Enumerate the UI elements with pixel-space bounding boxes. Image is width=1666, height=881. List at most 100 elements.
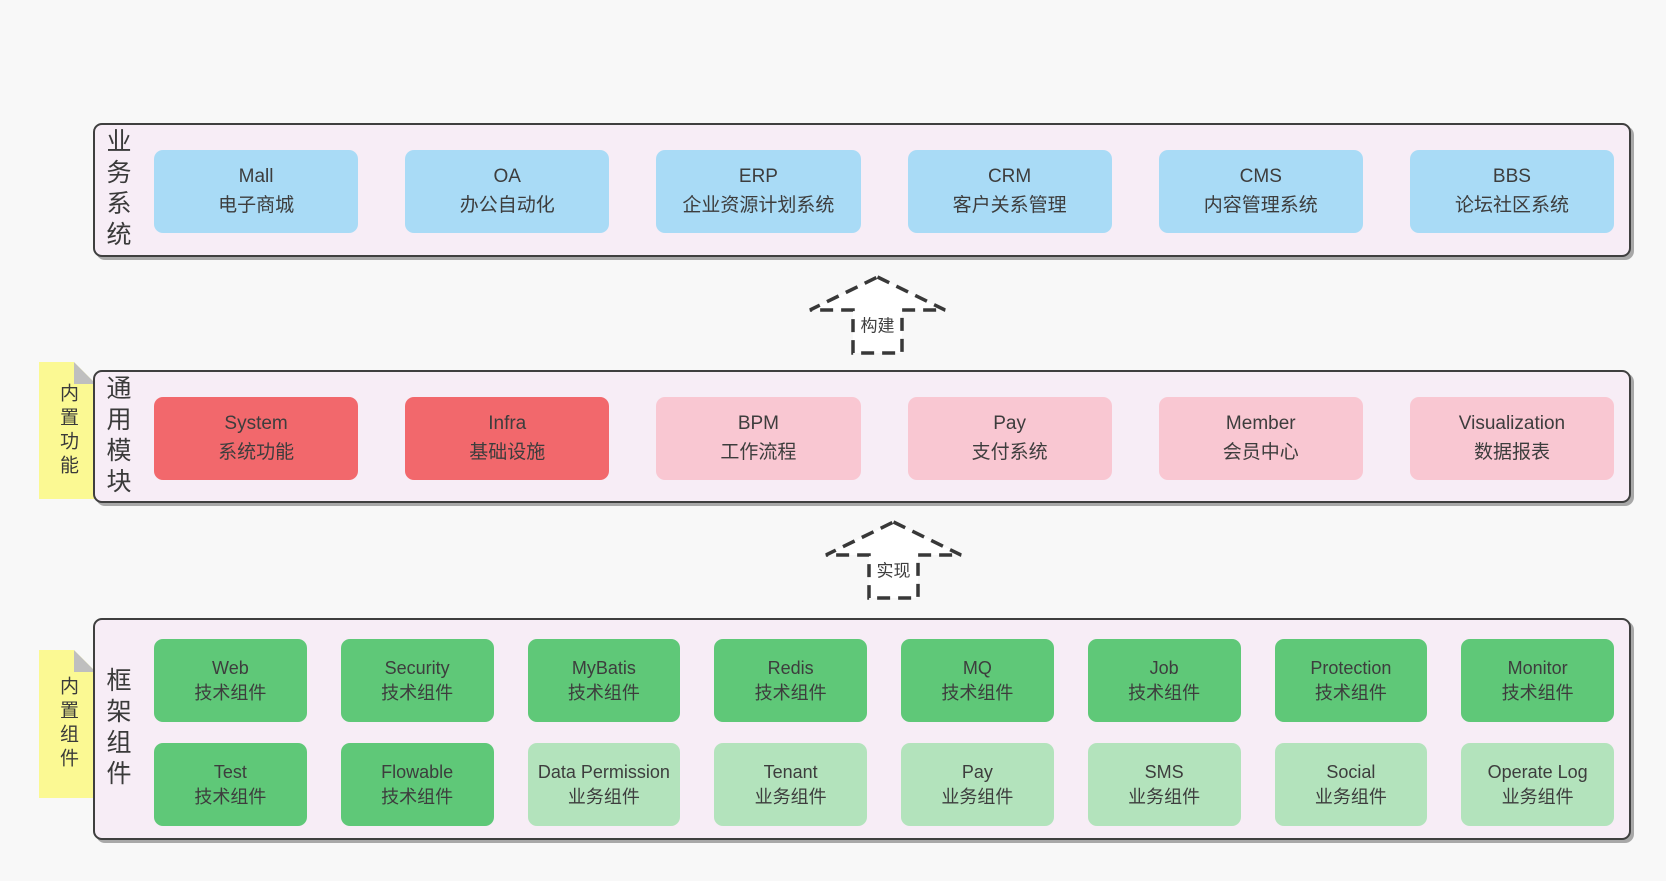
box-subtitle: 论坛社区系统	[1454, 194, 1569, 216]
band-row: System 系统功能 Infra 基础设施 BPM 工作流程 Pay 支付系统…	[154, 397, 1615, 480]
box-mall: Mall 电子商城	[154, 150, 359, 233]
box-data-permission: Data Permission 业务组件	[527, 743, 681, 826]
box-title: Web	[212, 658, 249, 679]
arrow-build: 构建	[808, 275, 947, 355]
box-security: Security 技术组件	[340, 639, 494, 722]
box-title: CRM	[987, 166, 1032, 187]
box-title: Social	[1326, 762, 1376, 783]
box-subtitle: 业务组件	[567, 786, 640, 807]
box-job: Job 技术组件	[1087, 639, 1241, 722]
band-business-systems: 业务系统 Mall 电子商城 OA 办公自动化 ERP 企业资源计划系统 CRM…	[93, 123, 1631, 257]
box-subtitle: 技术组件	[941, 682, 1014, 703]
box-test: Test 技术组件	[154, 743, 307, 826]
box-title: Mall	[238, 166, 274, 187]
box-protection: Protection 技术组件	[1274, 639, 1428, 722]
sticky-note-builtin-features: 内置功能	[39, 362, 96, 499]
box-operate-log: Operate Log 业务组件	[1461, 743, 1614, 826]
box-title: ERP	[738, 166, 778, 187]
box-title: Protection	[1310, 658, 1392, 679]
box-subtitle: 技术组件	[381, 786, 454, 807]
box-subtitle: 业务组件	[941, 786, 1014, 807]
box-erp: ERP 企业资源计划系统	[656, 150, 861, 233]
box-oa: OA 办公自动化	[405, 150, 610, 233]
box-subtitle: 技术组件	[1128, 682, 1201, 703]
box-infra: Infra 基础设施	[405, 397, 610, 480]
box-subtitle: 技术组件	[1314, 682, 1387, 703]
box-title: Visualization	[1458, 413, 1566, 434]
box-pay-component: Pay 业务组件	[901, 743, 1054, 826]
box-social: Social 业务组件	[1274, 743, 1428, 826]
box-title: MQ	[962, 658, 992, 679]
band-framework-components: 框架组件 Web 技术组件 Security 技术组件 MyBatis 技术组件…	[93, 618, 1631, 840]
box-subtitle: 办公自动化	[459, 194, 555, 216]
band-row: Test 技术组件 Flowable 技术组件 Data Permission …	[154, 743, 1614, 826]
box-subtitle: 业务组件	[1314, 786, 1387, 807]
box-title: Pay	[993, 413, 1026, 434]
box-title: Data Permission	[537, 762, 670, 783]
box-title: MyBatis	[571, 658, 636, 679]
box-title: Security	[384, 658, 450, 679]
box-subtitle: 工作流程	[720, 441, 797, 463]
box-title: Tenant	[763, 762, 818, 783]
box-title: BPM	[737, 413, 780, 434]
box-subtitle: 支付系统	[971, 441, 1048, 463]
arrow-build-label: 构建	[857, 311, 898, 337]
box-monitor: Monitor 技术组件	[1461, 639, 1614, 722]
box-subtitle: 企业资源计划系统	[682, 194, 835, 216]
box-pay-system: Pay 支付系统	[907, 397, 1112, 480]
box-title: Redis	[767, 658, 814, 679]
box-subtitle: 业务组件	[1128, 786, 1201, 807]
box-title: SMS	[1144, 762, 1184, 783]
band-label-framework-components: 框架组件	[103, 667, 131, 791]
box-subtitle: 业务组件	[1501, 786, 1574, 807]
box-subtitle: 客户关系管理	[952, 194, 1067, 216]
sticky-label-builtin-features: 内置功能	[57, 382, 78, 479]
box-title: Monitor	[1507, 658, 1568, 679]
box-subtitle: 技术组件	[754, 682, 827, 703]
box-sms: SMS 业务组件	[1087, 743, 1241, 826]
box-subtitle: 内容管理系统	[1203, 194, 1318, 216]
box-system: System 系统功能	[154, 397, 359, 480]
box-subtitle: 基础设施	[469, 441, 546, 463]
box-subtitle: 技术组件	[194, 786, 267, 807]
box-mq: MQ 技术组件	[901, 639, 1054, 722]
sticky-label-builtin-components: 内置组件	[57, 676, 78, 772]
box-subtitle: 电子商城	[218, 194, 295, 216]
box-cms: CMS 内容管理系统	[1158, 150, 1363, 233]
box-title: Pay	[961, 762, 993, 783]
box-subtitle: 会员中心	[1222, 441, 1299, 463]
band-common-modules: 通用模块 System 系统功能 Infra 基础设施 BPM 工作流程 Pay…	[93, 370, 1631, 503]
box-title: Member	[1225, 413, 1296, 434]
box-subtitle: 技术组件	[567, 682, 640, 703]
box-title: System	[224, 413, 288, 434]
box-title: OA	[493, 166, 521, 187]
box-tenant: Tenant 业务组件	[714, 743, 867, 826]
box-subtitle: 技术组件	[381, 682, 454, 703]
box-web: Web 技术组件	[154, 639, 307, 722]
arrow-implement: 实现	[824, 520, 963, 600]
box-title: Job	[1149, 658, 1179, 679]
band-label-common-modules: 通用模块	[103, 374, 131, 499]
box-subtitle: 数据报表	[1473, 441, 1550, 463]
sticky-note-builtin-components: 内置组件	[39, 650, 96, 798]
box-title: CMS	[1239, 166, 1282, 187]
box-subtitle: 系统功能	[218, 441, 295, 463]
band-row: Mall 电子商城 OA 办公自动化 ERP 企业资源计划系统 CRM 客户关系…	[154, 150, 1615, 233]
box-bbs: BBS 论坛社区系统	[1409, 150, 1615, 233]
box-subtitle: 技术组件	[1501, 682, 1574, 703]
box-title: BBS	[1492, 166, 1531, 187]
box-title: Test	[213, 762, 247, 783]
box-redis: Redis 技术组件	[714, 639, 867, 722]
arrow-implement-label: 实现	[873, 556, 914, 582]
box-bpm: BPM 工作流程	[656, 397, 861, 480]
box-title: Operate Log	[1487, 762, 1588, 783]
box-title: Flowable	[381, 762, 454, 783]
box-crm: CRM 客户关系管理	[907, 150, 1112, 233]
band-label-business-systems: 业务系统	[103, 128, 131, 252]
box-title: Infra	[488, 413, 527, 434]
band-row: Web 技术组件 Security 技术组件 MyBatis 技术组件 Redi…	[154, 639, 1614, 722]
box-visualization: Visualization 数据报表	[1409, 397, 1615, 480]
box-member: Member 会员中心	[1158, 397, 1363, 480]
box-flowable: Flowable 技术组件	[340, 743, 494, 826]
